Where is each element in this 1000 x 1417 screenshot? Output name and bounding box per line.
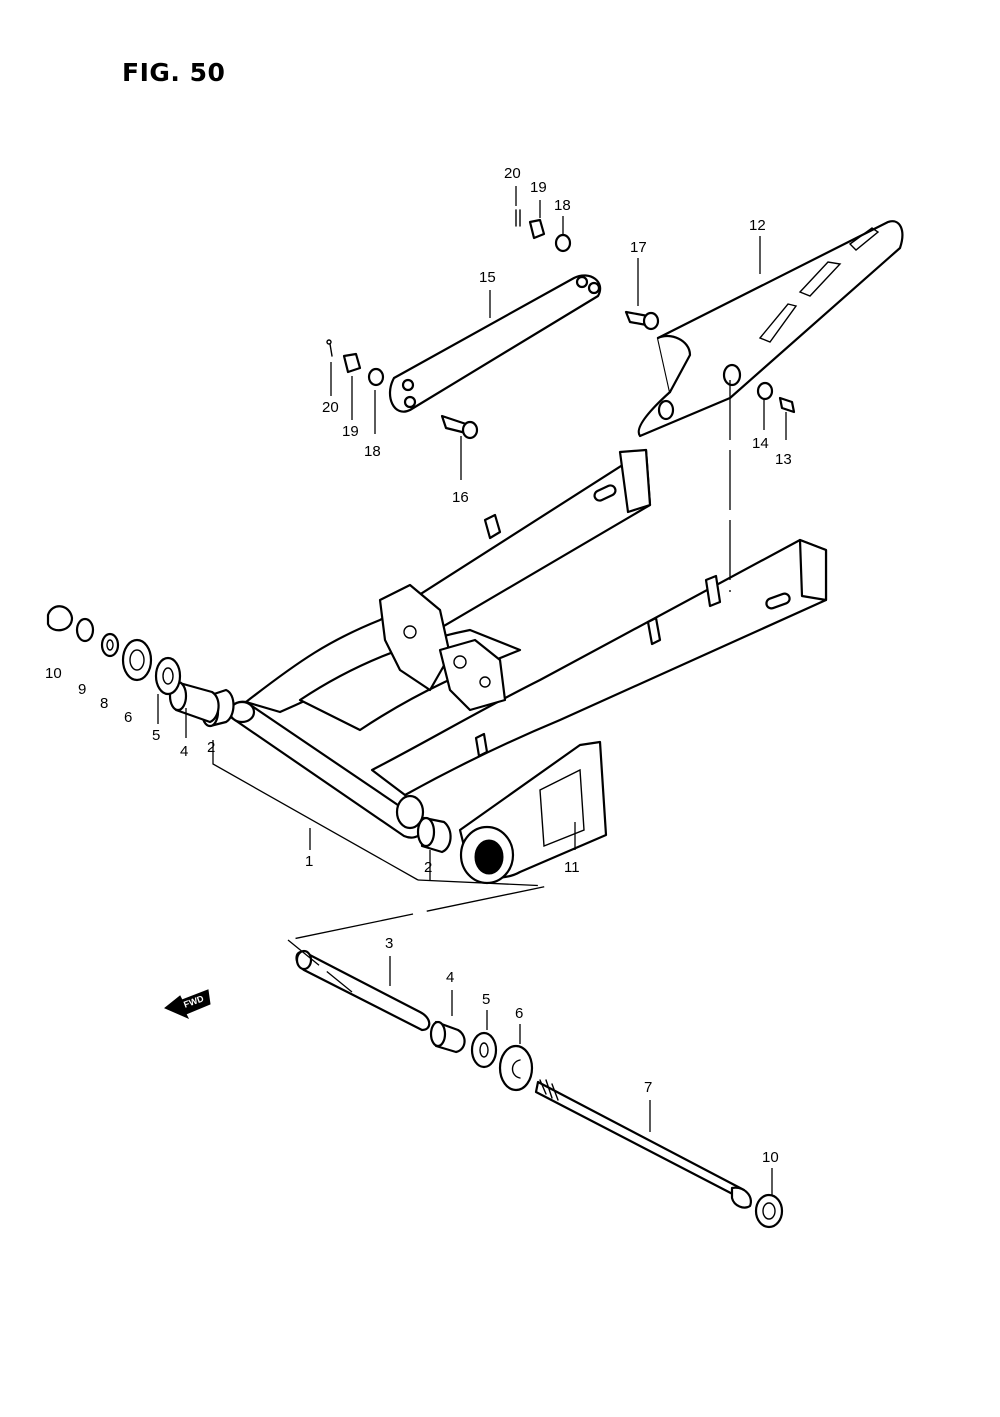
spacer-4b — [429, 1020, 466, 1054]
torque-link — [388, 274, 602, 413]
callout-6b: 6 — [515, 1005, 523, 1022]
callout-4a: 4 — [180, 743, 188, 760]
cotter-pin-20b — [326, 339, 333, 357]
callout-10b: 10 — [762, 1149, 779, 1166]
callout-20b: 20 — [322, 399, 339, 416]
pivot-shaft-7 — [534, 1079, 752, 1209]
leader-lines — [157, 186, 787, 1196]
callout-15: 15 — [479, 269, 496, 286]
washer-14 — [756, 381, 774, 401]
callout-11: 11 — [564, 859, 580, 876]
callout-17: 17 — [630, 239, 647, 256]
callout-14: 14 — [752, 435, 769, 452]
callout-2b: 2 — [424, 859, 432, 876]
bolt-13 — [778, 396, 796, 414]
callout-6a: 6 — [124, 709, 132, 726]
callout-2a: 2 — [207, 739, 215, 756]
cotter-pin-20a — [515, 209, 521, 227]
bolt-16 — [440, 414, 479, 440]
callout-labels: 1 2 2 3 4 4 5 5 6 6 7 8 9 10 10 11 12 13… — [45, 165, 792, 1166]
forward-arrow-icon: FWD — [164, 989, 211, 1020]
swingarm — [228, 448, 828, 839]
castle-nut-19b — [342, 352, 362, 374]
washer-5a — [154, 656, 182, 696]
callout-18a: 18 — [554, 197, 571, 214]
nut-10a — [46, 605, 74, 632]
figure-title: FIG. 50 — [122, 58, 226, 87]
washer-8 — [100, 632, 120, 658]
washer-5b — [470, 1031, 498, 1069]
chain-adjuster — [458, 740, 608, 885]
callout-19b: 19 — [342, 423, 359, 440]
callout-18b: 18 — [364, 443, 381, 460]
washer-18b — [367, 367, 385, 387]
callout-1: 1 — [305, 853, 313, 870]
callout-5b: 5 — [482, 991, 490, 1008]
callout-12: 12 — [749, 217, 766, 234]
callout-10a: 10 — [45, 665, 62, 682]
washer-18a — [554, 233, 572, 253]
bearing-2b — [416, 816, 452, 854]
castle-nut-19a — [528, 218, 546, 240]
seal-6a — [121, 638, 153, 682]
callout-16: 16 — [452, 489, 469, 506]
nut-10b — [754, 1193, 784, 1229]
callout-19a: 19 — [530, 179, 547, 196]
callout-4b: 4 — [446, 969, 454, 986]
callout-8: 8 — [100, 695, 108, 712]
chain-case — [637, 220, 904, 438]
bolt-17 — [624, 310, 660, 331]
callout-3: 3 — [385, 935, 393, 952]
nut-9 — [75, 617, 95, 643]
callout-7: 7 — [644, 1079, 652, 1096]
callout-20a: 20 — [504, 165, 521, 182]
callout-9: 9 — [78, 681, 86, 698]
callout-5a: 5 — [152, 727, 160, 744]
callout-13: 13 — [775, 451, 792, 468]
seal-6b — [498, 1044, 534, 1092]
